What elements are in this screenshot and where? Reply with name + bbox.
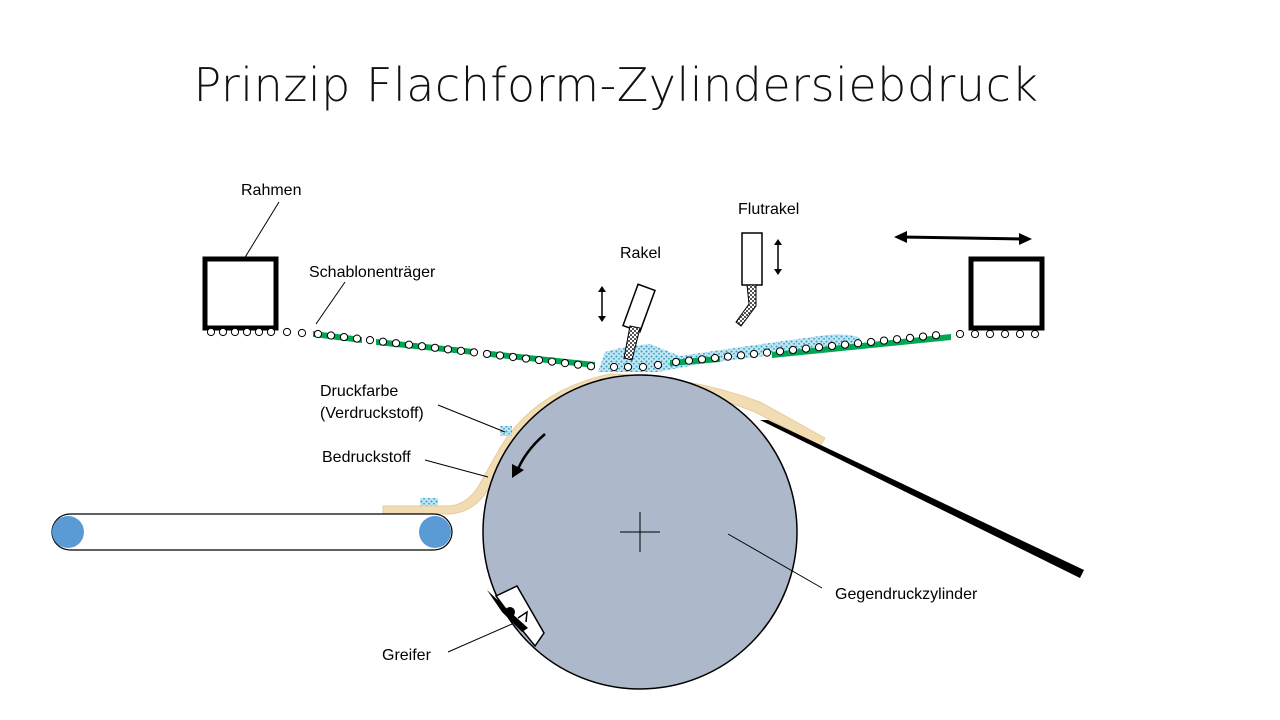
mesh-dot bbox=[326, 331, 336, 340]
mesh-dot bbox=[443, 345, 453, 354]
rotation-arrow-head bbox=[512, 464, 524, 478]
mesh-dot bbox=[853, 339, 863, 348]
ink-patch bbox=[500, 426, 512, 436]
ink-patch bbox=[420, 498, 438, 506]
label-gegendruckzylinder: Gegendruckzylinder bbox=[835, 586, 978, 603]
mesh-dot bbox=[879, 336, 889, 345]
label-schablonentraeger: Schablonenträger bbox=[309, 264, 436, 281]
squeegee-motion-arrow bbox=[598, 286, 606, 322]
label-verdruckstoff: (Verdruckstoff) bbox=[320, 405, 424, 422]
mesh-dot bbox=[905, 333, 915, 342]
mesh-dot bbox=[762, 348, 772, 357]
mesh-dot bbox=[623, 362, 633, 372]
mesh-dot bbox=[970, 329, 980, 339]
label-bedruckstoff: Bedruckstoff bbox=[322, 449, 411, 466]
label-greifer: Greifer bbox=[382, 647, 432, 664]
mesh-dot bbox=[892, 335, 902, 344]
mesh-dot bbox=[638, 362, 648, 372]
mesh-dot bbox=[985, 329, 995, 339]
mesh-dot bbox=[266, 327, 276, 337]
mesh-dot bbox=[827, 341, 837, 351]
label-flutrakel: Flutrakel bbox=[738, 201, 799, 218]
mesh-dot bbox=[723, 352, 733, 361]
mesh-dot bbox=[840, 340, 850, 349]
mesh-dot bbox=[955, 329, 965, 339]
mesh-dot bbox=[230, 327, 240, 337]
mesh-dot bbox=[749, 349, 759, 359]
gripper-icon bbox=[487, 585, 545, 648]
mesh-dot bbox=[801, 344, 811, 353]
mesh-dot bbox=[391, 339, 401, 348]
leader-line-schablonentraeger bbox=[315, 281, 346, 325]
delivery-board bbox=[760, 420, 1084, 578]
mesh-dot bbox=[365, 336, 375, 345]
leader-line-druckfarbe bbox=[437, 404, 506, 433]
leader-line-rahmen bbox=[243, 201, 280, 260]
mesh-dot bbox=[456, 346, 466, 355]
stencil-segment bbox=[670, 356, 720, 366]
mesh-dot bbox=[352, 334, 362, 343]
mesh-dot bbox=[1030, 329, 1040, 339]
stencil-segment bbox=[313, 331, 362, 343]
mesh-dot bbox=[339, 332, 349, 342]
mesh-dot bbox=[671, 357, 681, 367]
conveyor-roller-right bbox=[419, 516, 451, 548]
squeegee-icon bbox=[622, 283, 656, 361]
mesh-dot bbox=[653, 360, 663, 370]
mesh-dot bbox=[378, 337, 388, 346]
label-druckfarbe: Druckfarbe bbox=[320, 383, 398, 400]
mesh-dot bbox=[404, 340, 414, 349]
flood-bar-icon bbox=[735, 232, 763, 327]
leader-line-bedruckstoff bbox=[424, 459, 489, 478]
mesh-dot bbox=[547, 357, 557, 366]
label-rahmen: Rahmen bbox=[241, 182, 301, 199]
mesh-dot bbox=[282, 327, 292, 337]
mesh-dot bbox=[710, 353, 720, 363]
mesh-dot bbox=[469, 348, 479, 357]
conveyor-belt bbox=[51, 513, 453, 551]
mesh-dot bbox=[931, 331, 941, 340]
leader-line-greifer bbox=[447, 623, 513, 653]
mesh-dot bbox=[1000, 329, 1010, 339]
mesh-dot bbox=[684, 356, 694, 365]
mesh-dot bbox=[1015, 329, 1025, 339]
mesh-dot bbox=[297, 328, 307, 338]
mesh-dot bbox=[417, 342, 427, 351]
mesh-dot bbox=[508, 352, 518, 362]
mesh-dot bbox=[560, 359, 570, 368]
frame-right bbox=[968, 256, 1045, 331]
label-rakel: Rakel bbox=[620, 245, 661, 262]
frame-left bbox=[202, 256, 279, 331]
conveyor-roller-left bbox=[52, 516, 84, 548]
slide-title: Prinzip Flachform-Zylindersiebdruck bbox=[193, 58, 1039, 112]
stencil-dots bbox=[206, 327, 1040, 372]
mesh-dot bbox=[775, 347, 785, 356]
mesh-dot bbox=[736, 351, 746, 360]
mesh-dot bbox=[254, 327, 264, 337]
mesh-dot bbox=[534, 355, 544, 365]
mesh-dot bbox=[242, 327, 252, 337]
mesh-dot bbox=[495, 351, 505, 360]
mesh-dot bbox=[866, 337, 876, 347]
mesh-dot bbox=[313, 329, 323, 339]
mesh-dot bbox=[918, 332, 928, 341]
mesh-dot bbox=[573, 360, 583, 369]
mesh-dot bbox=[788, 345, 798, 355]
mesh-dot bbox=[814, 343, 824, 352]
leader-line-gegendruckzylinder bbox=[727, 533, 823, 589]
mesh-dot bbox=[586, 362, 596, 371]
mesh-dot bbox=[609, 362, 619, 372]
mesh-dot bbox=[430, 343, 440, 352]
mesh-dot bbox=[206, 327, 216, 337]
mesh-dot bbox=[218, 327, 228, 337]
stencil-segment bbox=[772, 334, 951, 358]
frame-motion-arrow bbox=[894, 231, 1032, 245]
mesh-dot bbox=[697, 355, 707, 364]
mesh-dot bbox=[521, 354, 531, 363]
flood-bar-motion-arrow bbox=[774, 239, 782, 275]
mesh-dot bbox=[482, 349, 492, 359]
